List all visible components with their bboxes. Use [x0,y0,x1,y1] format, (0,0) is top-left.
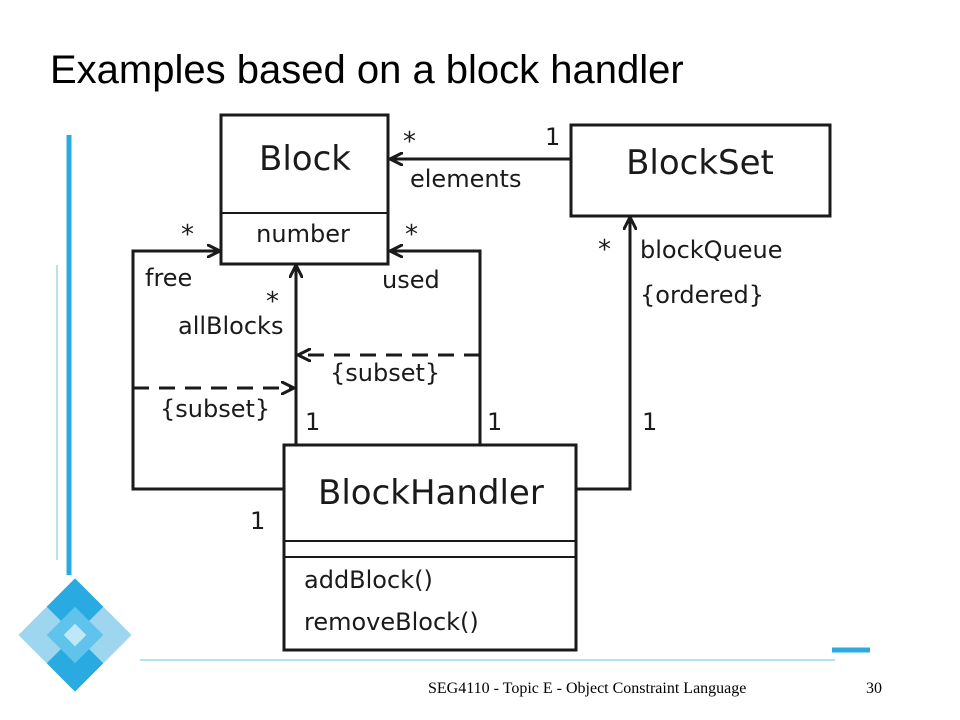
elements-role-label: elements [410,165,521,193]
slide-footer: SEG4110 - Topic E - Object Constraint La… [428,680,747,697]
used-line [390,251,482,445]
block-class[interactable]: Block number [219,113,390,266]
slide-title: Examples based on a block handler [50,48,684,92]
slide-decoration [56,135,870,661]
block-attribute-number: number [256,220,350,248]
blockqueue-role-label: blockQueue [640,236,783,264]
free-role-label: free [145,264,192,292]
blockqueue-line [576,217,630,491]
blockset-class-name: BlockSet [626,143,774,183]
free-handler-multiplicity: 1 [250,507,265,535]
blockset-class-box [569,123,832,218]
allblocks-handler-multiplicity: 1 [305,408,320,436]
blockset-class[interactable]: BlockSet [569,123,832,218]
used-subset-label: {subset} [330,359,440,387]
used-block-multiplicity: * [405,220,418,250]
blockhandler-class-name: BlockHandler [318,473,544,513]
operation-addblock: addBlock() [304,566,433,594]
free-block-multiplicity: * [181,220,194,250]
block-class-box [219,113,390,266]
blockqueue-ordered-constraint: {ordered} [640,281,764,309]
association-allblocks[interactable]: allBlocks * 1 [178,265,320,445]
operation-removeblock: removeBlock() [304,608,479,636]
free-subset-label: {subset} [160,395,270,423]
free-line [131,251,284,491]
diamond-logo [18,578,132,692]
used-subset-constraint[interactable]: {subset} [298,355,480,387]
allblocks-block-multiplicity: * [266,287,279,317]
association-used[interactable]: used * 1 [382,220,502,445]
block-class-name: Block [259,139,351,179]
free-subset-constraint[interactable]: {subset} [133,388,294,423]
used-role-label: used [382,266,440,294]
blockqueue-blockset-multiplicity: * [598,235,611,265]
association-elements[interactable]: elements * 1 [390,123,571,193]
page-number: 30 [866,680,882,697]
allblocks-role-label: allBlocks [178,312,283,340]
association-blockqueue[interactable]: blockQueue {ordered} * 1 [576,217,783,491]
association-free[interactable]: free * 1 [131,220,284,535]
elements-blockset-multiplicity: 1 [545,123,560,151]
used-handler-multiplicity: 1 [487,408,502,436]
blockhandler-class-box [282,443,578,652]
blockhandler-class[interactable]: BlockHandler addBlock() removeBlock() [282,443,578,652]
elements-block-multiplicity: * [403,127,416,157]
blockqueue-handler-multiplicity: 1 [642,408,657,436]
